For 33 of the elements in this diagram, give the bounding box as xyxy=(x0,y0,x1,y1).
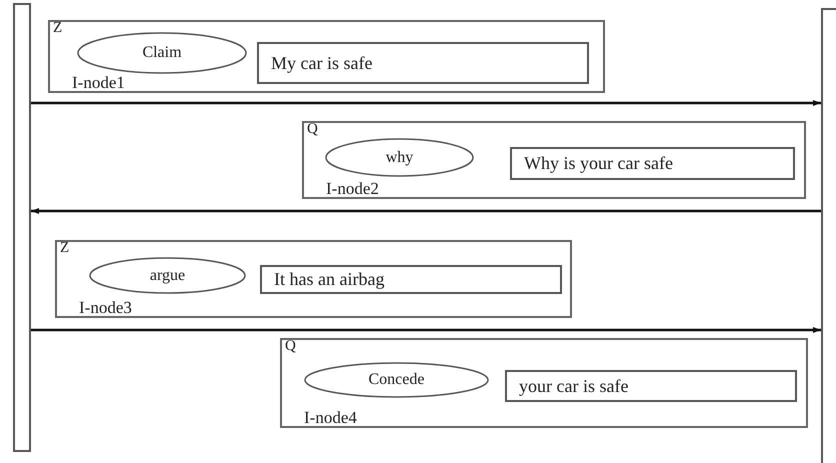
message-arrow xyxy=(31,100,821,106)
node-label: I-node3 xyxy=(79,298,132,318)
lifeline-bar xyxy=(821,8,836,463)
statement-box xyxy=(510,147,795,180)
speaker-label: Z xyxy=(53,19,62,37)
message-frame xyxy=(280,338,808,428)
message-frame xyxy=(48,20,605,93)
move-text: argue xyxy=(150,266,186,286)
move-text: Claim xyxy=(142,43,182,63)
statement-text: My car is safe xyxy=(271,52,372,75)
speaker-label: Z xyxy=(60,239,70,257)
lifeline-bar xyxy=(13,3,31,452)
message-arrow xyxy=(31,327,821,333)
message-frame xyxy=(55,240,572,318)
statement-text: It has an airbag xyxy=(274,268,384,291)
move-text: why xyxy=(386,148,414,168)
statement-text: your car is safe xyxy=(519,374,628,398)
message-arrow xyxy=(31,208,821,214)
move-ellipse xyxy=(304,362,489,398)
node-label: I-node2 xyxy=(326,179,379,199)
speaker-label: Q xyxy=(307,120,318,138)
speaker-label: Q xyxy=(285,337,296,355)
node-label: I-node4 xyxy=(304,408,357,428)
statement-box xyxy=(505,370,797,402)
move-ellipse xyxy=(325,138,474,177)
node-label: I-node1 xyxy=(72,73,125,93)
statement-box xyxy=(260,265,562,294)
move-ellipse xyxy=(77,32,247,74)
move-ellipse xyxy=(89,257,246,294)
message-frame xyxy=(302,121,806,199)
statement-text: Why is your car safe xyxy=(524,152,673,175)
statement-box xyxy=(257,42,589,84)
move-text: Concede xyxy=(368,370,424,390)
